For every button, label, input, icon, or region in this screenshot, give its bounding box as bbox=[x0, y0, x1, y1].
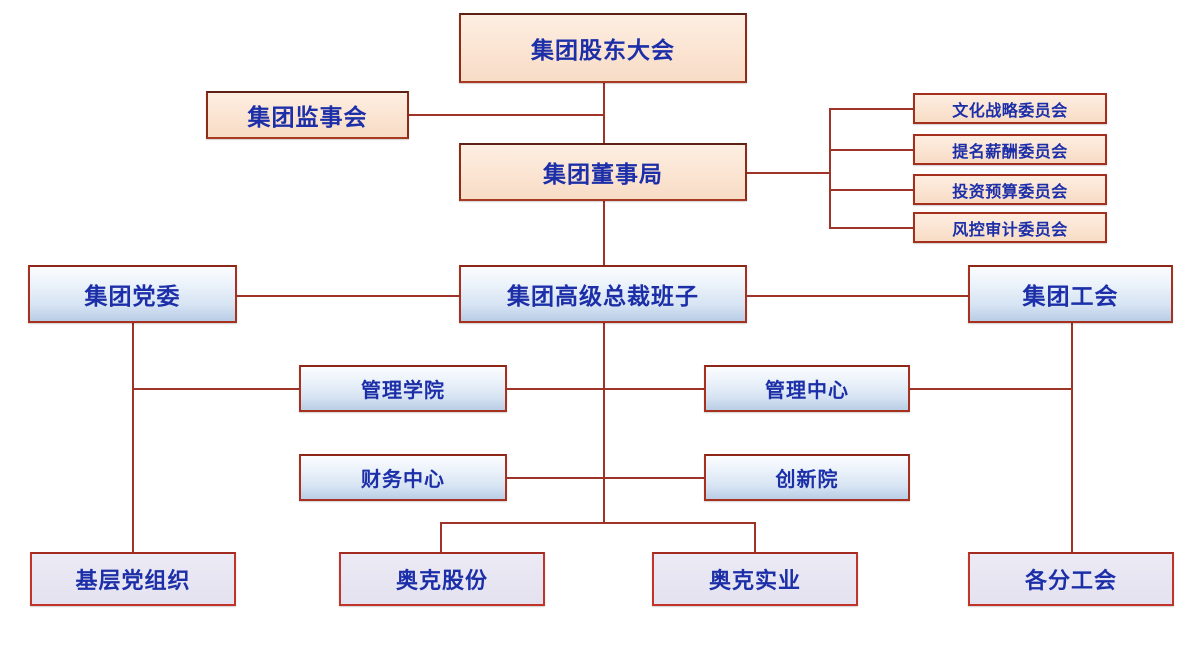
node-label: 奥克股份 bbox=[395, 568, 488, 593]
node-committee-culture[interactable]: 文化战略委员会 bbox=[913, 93, 1107, 124]
node-branch-unions[interactable]: 各分工会 bbox=[968, 552, 1174, 606]
node-board-of-directors[interactable]: 集团董事局 bbox=[459, 143, 747, 201]
connector-trunk-to-finance-innovation bbox=[506, 477, 705, 479]
node-labor-union[interactable]: 集团工会 bbox=[968, 265, 1173, 323]
node-label: 投资预算委员会 bbox=[952, 183, 1068, 201]
node-management-center[interactable]: 管理中心 bbox=[704, 365, 910, 412]
connector-union-to-branch-unions bbox=[1071, 322, 1073, 553]
node-label: 管理学院 bbox=[361, 380, 445, 402]
connector-party-to-management-college bbox=[132, 388, 300, 390]
node-label: 集团工会 bbox=[1022, 283, 1119, 309]
node-shareholders-meeting[interactable]: 集团股东大会 bbox=[459, 13, 747, 83]
node-label: 基层党组织 bbox=[75, 568, 191, 593]
node-innovation-institute[interactable]: 创新院 bbox=[704, 454, 910, 501]
node-label: 财务中心 bbox=[361, 469, 445, 491]
connector-union-to-management-center bbox=[909, 388, 1073, 390]
connector-shareholders-to-board bbox=[603, 83, 605, 143]
committee-bus-vertical bbox=[829, 108, 831, 228]
node-label: 创新院 bbox=[775, 469, 839, 491]
connector-bus-to-committee-risk bbox=[829, 227, 914, 229]
node-label: 提名薪酬委员会 bbox=[952, 143, 1068, 161]
connector-board-to-president bbox=[603, 200, 605, 265]
node-label: 集团监事会 bbox=[247, 104, 368, 130]
node-committee-investment[interactable]: 投资预算委员会 bbox=[913, 174, 1107, 205]
connector-president-to-union bbox=[742, 295, 970, 297]
connector-party-to-president bbox=[236, 295, 462, 297]
connector-bus-to-committee-nomination bbox=[829, 149, 914, 151]
connector-president-trunk bbox=[603, 322, 605, 524]
node-label: 集团股东大会 bbox=[531, 37, 675, 63]
node-aoke-shares[interactable]: 奥克股份 bbox=[339, 552, 545, 606]
node-label: 文化战略委员会 bbox=[952, 102, 1068, 120]
connector-party-to-grassroots bbox=[132, 322, 134, 553]
node-label: 集团党委 bbox=[84, 283, 181, 309]
connector-bus-to-aoke-shares bbox=[440, 522, 442, 553]
connector-supervisory-to-trunk bbox=[408, 114, 605, 116]
connector-bus-to-aoke-industry bbox=[754, 522, 756, 553]
node-aoke-industry[interactable]: 奥克实业 bbox=[652, 552, 858, 606]
node-committee-nomination[interactable]: 提名薪酬委员会 bbox=[913, 134, 1107, 165]
node-committee-risk[interactable]: 风控审计委员会 bbox=[913, 212, 1107, 243]
subsidiary-bus-horizontal bbox=[440, 522, 756, 524]
connector-bus-to-committee-investment bbox=[829, 189, 914, 191]
connector-board-to-committee-bus bbox=[742, 172, 831, 174]
node-senior-president-team[interactable]: 集团高级总裁班子 bbox=[459, 265, 747, 323]
node-label: 各分工会 bbox=[1024, 568, 1117, 593]
node-grassroots-party[interactable]: 基层党组织 bbox=[30, 552, 236, 606]
node-label: 风控审计委员会 bbox=[952, 221, 1068, 239]
node-party-committee[interactable]: 集团党委 bbox=[28, 265, 237, 323]
node-supervisory-board[interactable]: 集团监事会 bbox=[206, 91, 409, 139]
node-label: 集团高级总裁班子 bbox=[507, 283, 699, 309]
node-finance-center[interactable]: 财务中心 bbox=[299, 454, 507, 501]
connector-bus-to-committee-culture bbox=[829, 108, 914, 110]
node-label: 管理中心 bbox=[765, 380, 849, 402]
node-label: 奥克实业 bbox=[708, 568, 801, 593]
node-management-college[interactable]: 管理学院 bbox=[299, 365, 507, 412]
node-label: 集团董事局 bbox=[543, 161, 663, 187]
connector-trunk-to-college-center bbox=[506, 388, 705, 390]
